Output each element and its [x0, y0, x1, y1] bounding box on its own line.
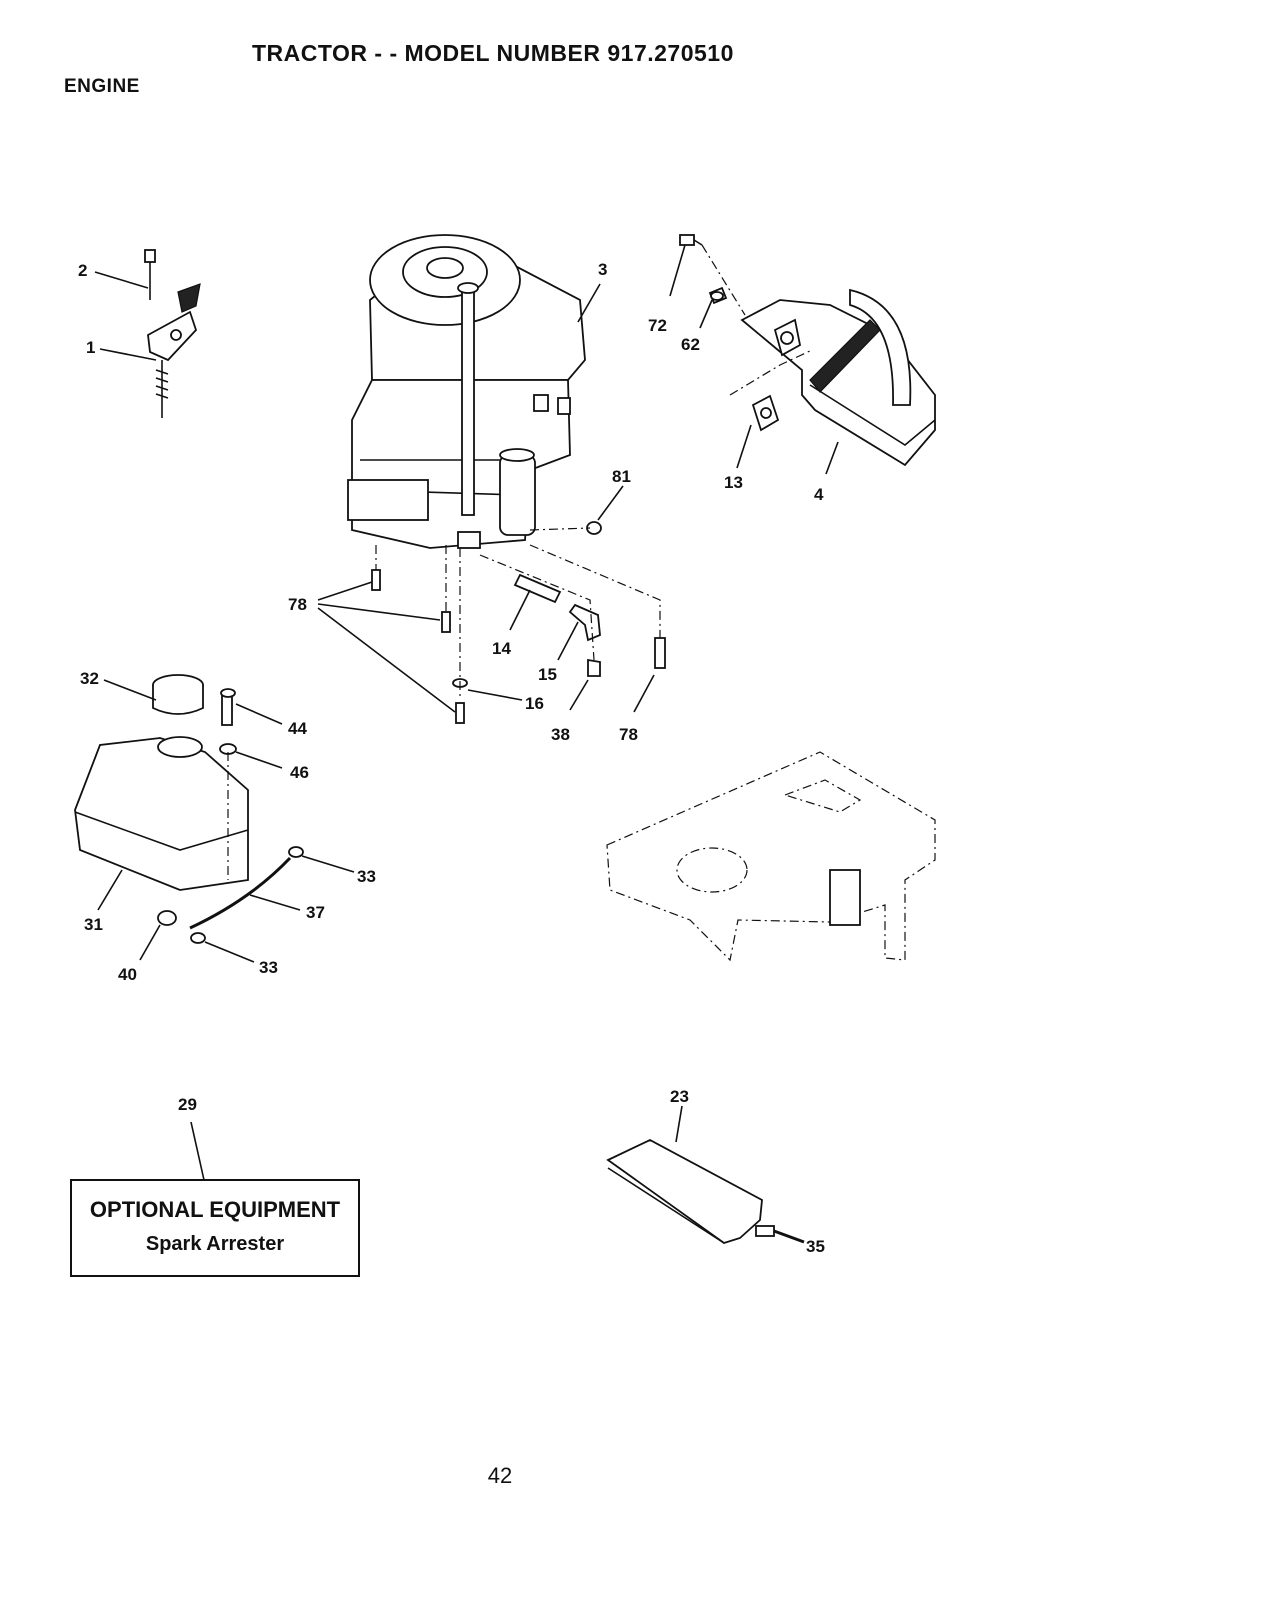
- callout-2: 2: [78, 261, 87, 280]
- callout-44: 44: [288, 719, 307, 738]
- fuel-tank-assembly: [75, 675, 303, 943]
- callout-40: 40: [118, 965, 137, 984]
- chassis-plate: [607, 752, 935, 960]
- muffler-assembly: [680, 235, 935, 465]
- optional-equipment-box: OPTIONAL EQUIPMENT Spark Arrester: [70, 1179, 360, 1277]
- callout-81: 81: [612, 467, 631, 486]
- callout-35: 35: [806, 1237, 825, 1256]
- throttle-control-assembly: [145, 250, 200, 418]
- fittings-and-bolts: [372, 522, 665, 723]
- callout-29: 29: [178, 1095, 197, 1114]
- callout-31: 31: [84, 915, 103, 934]
- callout-32: 32: [80, 669, 99, 688]
- callout-46: 46: [290, 763, 309, 782]
- callout-3: 3: [598, 260, 607, 279]
- callout-38: 38: [551, 725, 570, 744]
- callout-4: 4: [814, 485, 824, 504]
- callout-1: 1: [86, 338, 95, 357]
- callout-23: 23: [670, 1087, 689, 1106]
- callout-33-upper: 33: [357, 867, 376, 886]
- callout-13: 13: [724, 473, 743, 492]
- callout-15: 15: [538, 665, 557, 684]
- callout-72: 72: [648, 316, 667, 335]
- callout-62: 62: [681, 335, 700, 354]
- callout-33-lower: 33: [259, 958, 278, 977]
- optional-equipment-heading: OPTIONAL EQUIPMENT: [72, 1197, 358, 1223]
- callout-14: 14: [492, 639, 511, 658]
- callout-16: 16: [525, 694, 544, 713]
- callout-37: 37: [306, 903, 325, 922]
- callout-78-right: 78: [619, 725, 638, 744]
- optional-equipment-item: Spark Arrester: [72, 1233, 358, 1256]
- engine: [348, 235, 585, 548]
- page-number: 42: [0, 1463, 1000, 1489]
- callout-78-left: 78: [288, 595, 307, 614]
- spark-arrester-shield: [608, 1140, 804, 1243]
